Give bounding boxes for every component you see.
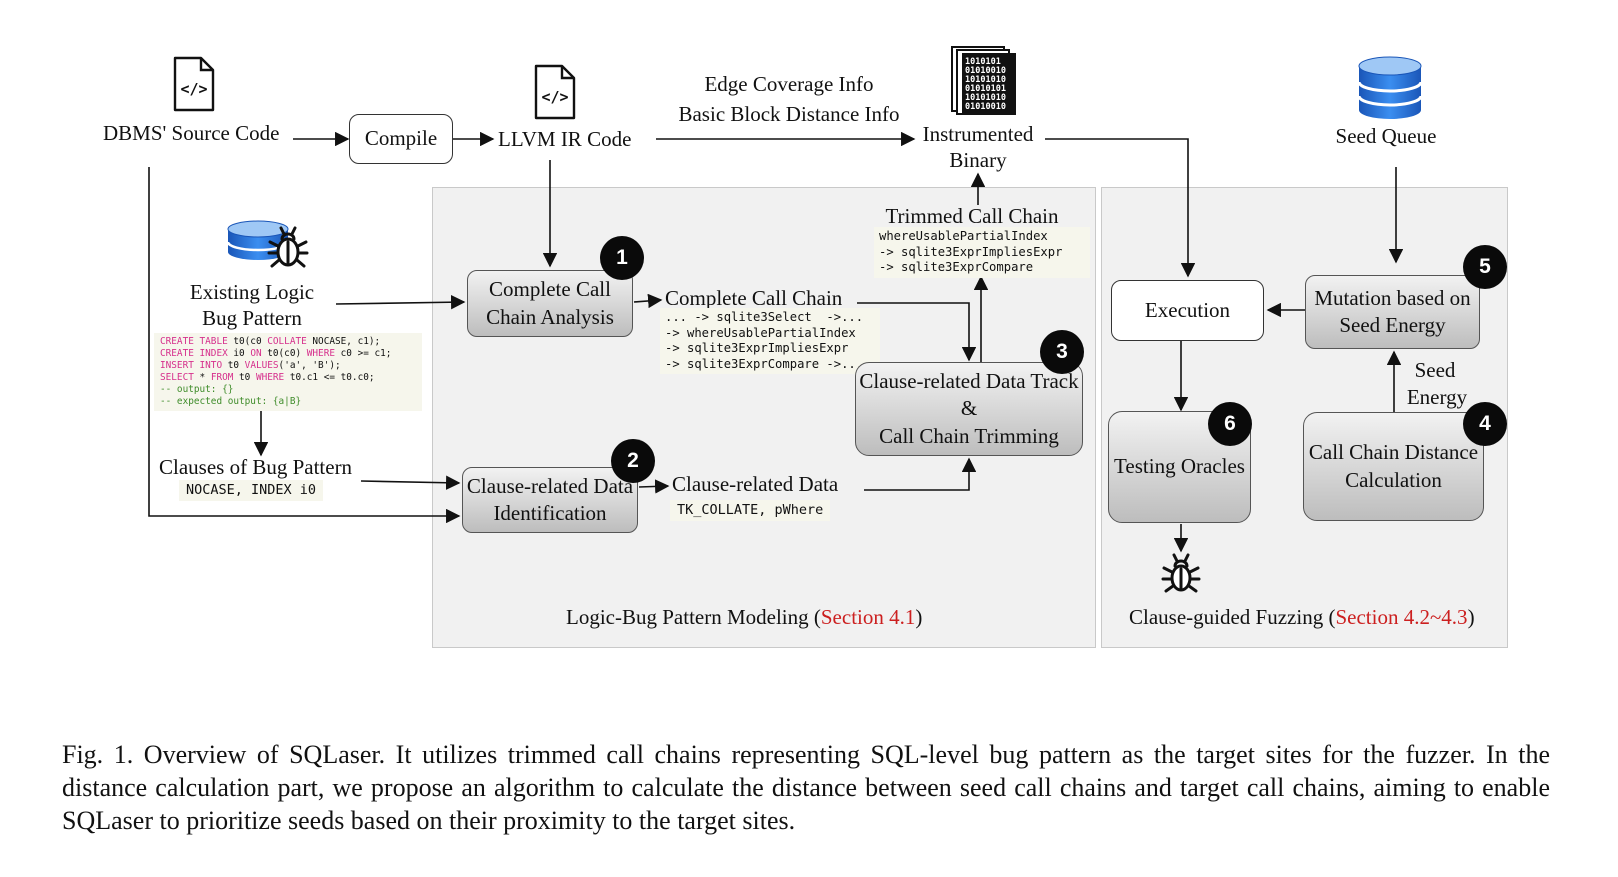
step-badge-5: 5 — [1463, 245, 1507, 289]
trimmed-call-chain-label: Trimmed Call Chain — [885, 204, 1059, 228]
mutation-label-l2: Seed Energy — [1339, 313, 1446, 337]
execution-label: Execution — [1144, 297, 1231, 322]
step-badge-2: 2 — [611, 439, 655, 483]
seed-queue-label: Seed Queue — [1335, 124, 1437, 148]
analysis-label-l2: Chain Analysis — [486, 304, 614, 329]
svg-text:1010101: 1010101 — [965, 57, 1001, 67]
sql-example-code: CREATE TABLE t0(c0 COLLATE NOCASE, c1); … — [154, 333, 422, 411]
complete-call-chain-label: Complete Call Chain — [665, 286, 843, 310]
testing-oracles-box: Testing Oracles — [1108, 411, 1251, 523]
distance-label-l1: Call Chain Distance — [1308, 440, 1479, 465]
track-label-l2: & — [960, 396, 978, 421]
arrow-clauses-to-identification — [360, 475, 461, 490]
existing-bug-pattern-label-l1: Existing Logic — [189, 280, 315, 304]
clause-data-value-code: TK_COLLATE, pWhere — [670, 500, 831, 522]
data-track-trimming-box: Clause-related Data Track & Call Chain T… — [855, 362, 1083, 456]
distance-label-l2: Calculation — [1345, 467, 1442, 492]
existing-bug-pattern-label-l2: Bug Pattern — [202, 306, 302, 330]
arrow-identification-to-data — [638, 479, 670, 494]
compile-label: Compile — [364, 126, 438, 151]
call-chain-distance-box: Call Chain Distance Calculation — [1303, 412, 1484, 521]
sql-line: INSERT INTO t0 VALUES('a', 'B'); — [160, 360, 341, 372]
step-badge-3: 3 — [1040, 330, 1084, 374]
complete-call-chain-code: ... -> sqlite3Select ->... -> whereUsabl… — [660, 308, 880, 375]
track-label-l3: Call Chain Trimming — [879, 423, 1059, 448]
dbms-source-code-label: DBMS' Source Code — [103, 121, 280, 145]
left-region-title: Logic-Bug Pattern Modeling (Section 4.1) — [566, 605, 923, 629]
sql-line: CREATE TABLE t0(c0 COLLATE NOCASE, c1); — [160, 336, 381, 347]
chain-line: -> whereUsablePartialIndex — [665, 325, 856, 340]
mutation-label-l1: Mutation based on — [1314, 285, 1471, 310]
execution-box: Execution — [1111, 280, 1264, 341]
chain-line: -> sqlite3ExprImpliesExpr — [879, 244, 1063, 259]
mutation-seed-energy-box: Mutation based on Seed Energy — [1305, 275, 1480, 349]
svg-text:</>: </> — [541, 88, 568, 106]
chain-line: whereUsablePartialIndex — [879, 229, 1048, 243]
code-file-icon: </> — [534, 64, 576, 120]
svg-text:10101010: 10101010 — [965, 93, 1006, 103]
bb-distance-label: Basic Block Distance Info — [678, 102, 900, 126]
arrow-analysis-to-chain — [633, 293, 663, 309]
identification-label-l2: Identification — [493, 501, 607, 525]
arrow-binary-to-execution — [1045, 138, 1196, 278]
database-icon — [1357, 56, 1423, 119]
figure-caption: Fig. 1. Overview of SQLaser. It utilizes… — [62, 740, 1550, 835]
sql-line: CREATE INDEX i0 ON t0(c0) WHERE c0 >= c1… — [160, 348, 392, 360]
right-region-title: Clause-guided Fuzzing (Section 4.2~4.3) — [1129, 605, 1475, 629]
analysis-label-l1: Complete Call — [489, 277, 611, 302]
instrumented-binary-label-l2: Binary — [949, 148, 1007, 172]
arrow-data-to-track — [864, 457, 977, 491]
section-ref-left: Section 4.1 — [820, 605, 916, 629]
step-badge-4: 4 — [1463, 402, 1507, 446]
sql-line: SELECT * FROM t0 WHERE t0.c1 <= t0.c0; — [160, 372, 375, 384]
chain-line: ... -> sqlite3Select ->... — [665, 310, 864, 324]
section-ref-right: Section 4.2~4.3 — [1335, 605, 1468, 629]
identification-label-l1: Clause-related Data — [466, 473, 634, 498]
track-label-l1: Clause-related Data Track — [859, 369, 1079, 394]
bug-icon — [1161, 553, 1201, 593]
clause-related-data-label: Clause-related Data — [672, 472, 839, 496]
chain-line: -> sqlite3ExprCompare ->... — [665, 356, 864, 371]
binary-file-icon: 1010101 01010010 10101010 01010101 10101… — [951, 46, 1016, 115]
instrumented-binary-label-l1: Instrumented — [922, 122, 1034, 146]
svg-text:</>: </> — [180, 80, 207, 98]
clauses-value-code: NOCASE, INDEX i0 — [179, 480, 324, 502]
chain-line: -> sqlite3ExprImpliesExpr — [665, 341, 849, 356]
arrow-bugpattern-to-analysis — [335, 295, 466, 310]
edge-coverage-label: Edge Coverage Info — [704, 72, 874, 96]
step-badge-6: 6 — [1208, 402, 1252, 446]
svg-text:01010010: 01010010 — [965, 66, 1006, 76]
compile-box: Compile — [349, 114, 453, 164]
svg-text:01010010: 01010010 — [965, 102, 1006, 112]
code-file-icon: </> — [173, 56, 215, 112]
chain-line: -> sqlite3ExprCompare — [879, 260, 1034, 275]
arrow-source-to-identification — [148, 167, 461, 524]
testing-oracles-label: Testing Oracles — [1114, 454, 1245, 479]
seed-energy-label-l1: Seed — [1414, 358, 1456, 382]
svg-text:10101010: 10101010 — [965, 75, 1006, 85]
trimmed-call-chain-code: whereUsablePartialIndex -> sqlite3ExprIm… — [874, 227, 1090, 278]
svg-text:01010101: 01010101 — [965, 84, 1006, 94]
sql-comment-expected: -- expected output: {a|B} — [160, 396, 302, 408]
sql-comment-output: -- output: {} — [160, 384, 234, 396]
llvm-ir-code-label: LLVM IR Code — [498, 127, 632, 151]
clauses-of-bug-pattern-label: Clauses of Bug Pattern — [159, 455, 353, 479]
complete-call-chain-analysis-box: Complete Call Chain Analysis — [467, 270, 633, 337]
clause-data-identification-box: Clause-related Data Identification — [462, 467, 638, 533]
seed-energy-label-l2: Energy — [1406, 385, 1468, 409]
arrow-chain-to-track — [857, 302, 977, 362]
database-bug-icon — [226, 220, 309, 268]
step-badge-1: 1 — [600, 236, 644, 280]
